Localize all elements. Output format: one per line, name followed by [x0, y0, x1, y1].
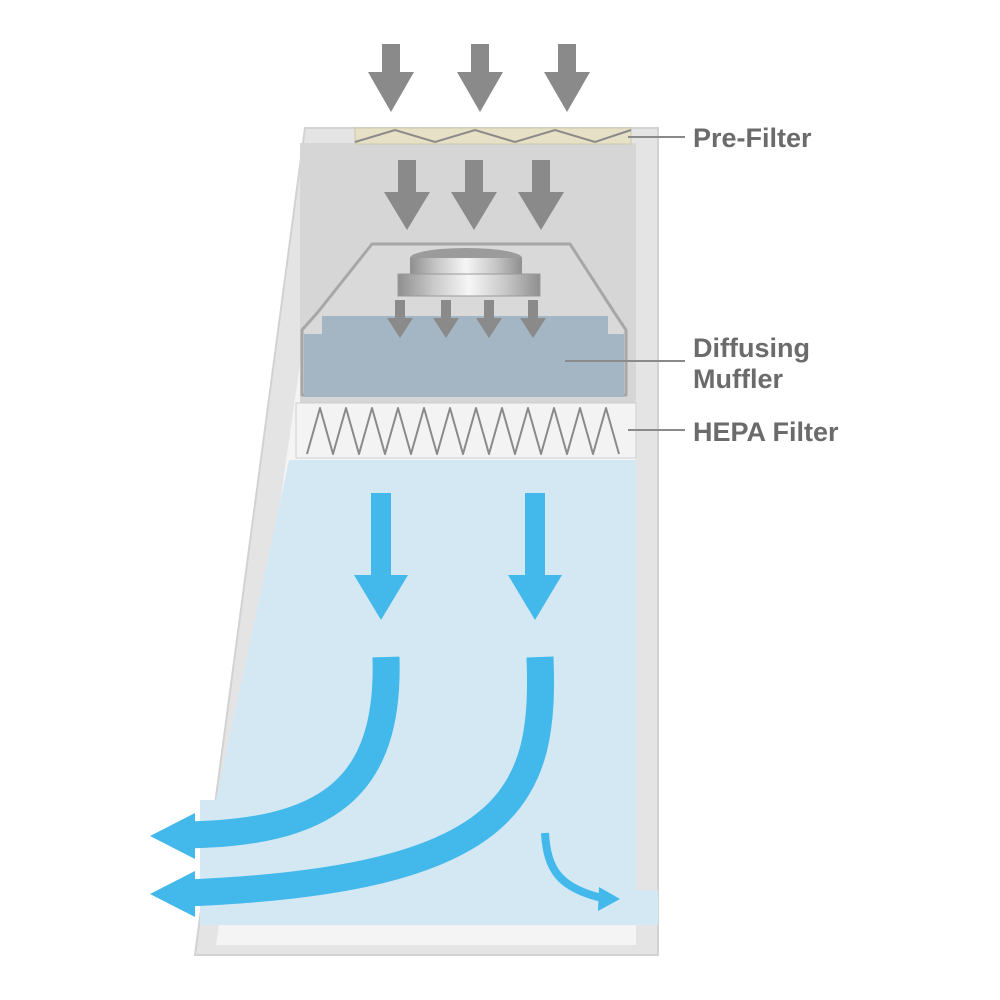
diffuser-air-arrow [387, 300, 413, 338]
diffuser-air-arrow [433, 300, 459, 338]
laminar-airflow-arrows [150, 493, 620, 917]
pre-filter-pleats [354, 128, 632, 144]
pre-filter-label: Pre-Filter [693, 123, 812, 153]
hepa-filter-pleats [306, 407, 620, 455]
downflow-arrow-right [508, 493, 562, 620]
muffler-label-line2: Muffler [693, 364, 783, 394]
incoming-air-arrow [368, 44, 414, 112]
curved-airflow-arrow-left-head [150, 813, 195, 859]
curved-airflow-arrow-right [184, 656, 554, 907]
plenum-air-arrows [384, 160, 564, 230]
small-return-arrow-head [598, 887, 620, 911]
curved-airflow-arrow-right-head [150, 871, 195, 917]
plenum-air-arrow [451, 160, 497, 230]
downflow-arrow-left [354, 493, 408, 620]
fan-motor [397, 248, 541, 297]
diffusing-muffler [304, 316, 624, 397]
incoming-air-arrow [457, 44, 503, 112]
small-return-arrow [541, 832, 603, 902]
diffuser-air-arrow [476, 300, 502, 338]
plenum-air-arrow [384, 160, 430, 230]
incoming-air-arrow [544, 44, 590, 112]
diffuser-air-arrows [387, 300, 546, 338]
muffler-label-line1: Diffusing [693, 333, 810, 363]
curved-airflow-arrow-left [184, 656, 400, 849]
plenum-air-arrow [518, 160, 564, 230]
label-leaders [565, 136, 685, 431]
incoming-air-arrows [368, 44, 590, 112]
hepa-filter-label: HEPA Filter [693, 417, 839, 447]
diffuser-air-arrow [520, 300, 546, 338]
